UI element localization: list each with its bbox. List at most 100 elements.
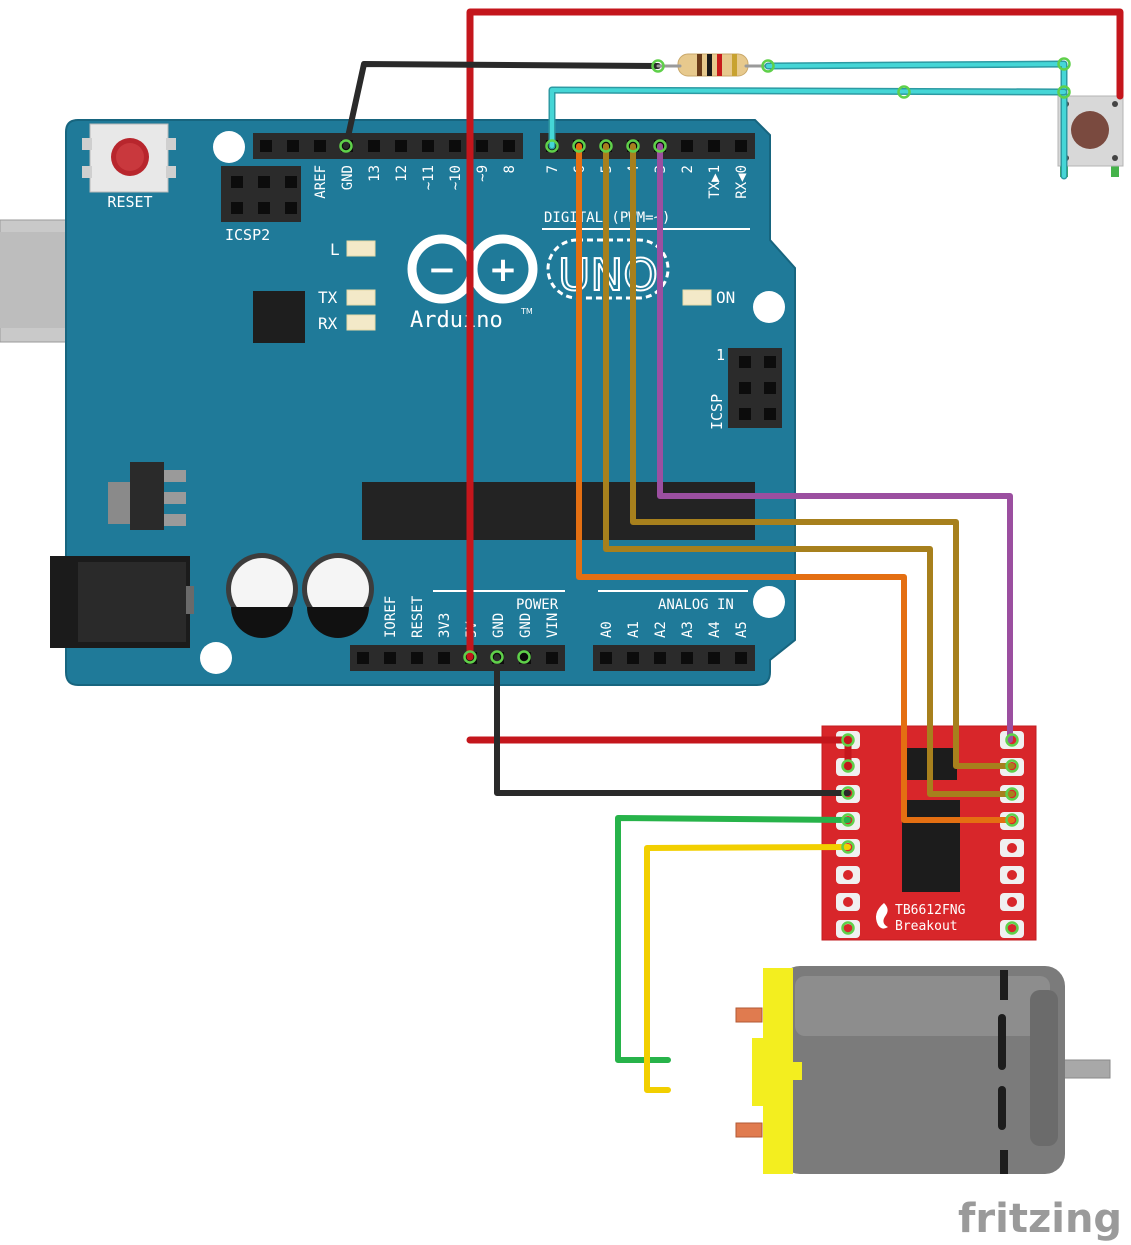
dc-power-jack bbox=[50, 556, 194, 648]
digital-pin-label: RX◀0 bbox=[734, 165, 750, 199]
wire-endpoint bbox=[545, 139, 559, 153]
header-socket bbox=[735, 140, 747, 152]
analog-pin-label: A1 bbox=[626, 621, 642, 638]
wire-endpoint bbox=[599, 139, 613, 153]
header-socket bbox=[449, 140, 461, 152]
led-tx-label: TX bbox=[318, 288, 338, 307]
wire-endpoint bbox=[1057, 85, 1071, 99]
digital-pin-label: 7 bbox=[545, 165, 561, 173]
capacitor bbox=[226, 553, 298, 638]
wire-endpoint bbox=[841, 813, 855, 827]
header-socket bbox=[395, 140, 407, 152]
analog-pin-label: A4 bbox=[707, 621, 723, 638]
led-l-label: L bbox=[330, 240, 340, 259]
wire-endpoint bbox=[1005, 759, 1019, 773]
header-analog bbox=[593, 645, 755, 671]
header-socket bbox=[438, 652, 450, 664]
dc-motor bbox=[735, 966, 1111, 1174]
digital-pin-label: 2 bbox=[680, 165, 696, 173]
header-socket bbox=[384, 652, 396, 664]
arduino-uno-board: RESET ICSP2 L TX RX ON − + UNO Arduino T… bbox=[0, 119, 796, 686]
power-pin-label: GND bbox=[518, 613, 534, 638]
motor-terminal bbox=[735, 1122, 763, 1138]
header-socket bbox=[411, 652, 423, 664]
wire-endpoint bbox=[841, 733, 855, 747]
icsp2-pin bbox=[285, 176, 297, 188]
wire-endpoint bbox=[841, 840, 855, 854]
header-socket bbox=[422, 140, 434, 152]
wire-motor-a bbox=[615, 815, 851, 1063]
icsp-pin bbox=[764, 382, 776, 394]
reset-button[interactable] bbox=[82, 123, 176, 193]
icsp-pin bbox=[739, 382, 751, 394]
logo-minus-icon: − bbox=[428, 250, 457, 290]
logo-plus-icon: + bbox=[489, 250, 518, 290]
analog-pin-label: A3 bbox=[680, 621, 696, 638]
wire-pin6 bbox=[576, 143, 1015, 823]
icsp-header bbox=[728, 348, 782, 428]
icsp-pin bbox=[764, 356, 776, 368]
header-socket bbox=[260, 140, 272, 152]
header-socket bbox=[357, 652, 369, 664]
voltage-regulator bbox=[108, 462, 186, 530]
driver-pad-hole bbox=[843, 870, 853, 880]
top-pin-label: 13 bbox=[367, 165, 383, 182]
wire-endpoint bbox=[841, 921, 855, 935]
mounting-hole bbox=[213, 131, 245, 163]
driver-pad-hole bbox=[843, 897, 853, 907]
driver-pad-hole bbox=[1007, 843, 1017, 853]
analog-pin-label: A5 bbox=[734, 621, 750, 638]
icsp-pin bbox=[739, 408, 751, 420]
wire-endpoint bbox=[1005, 813, 1019, 827]
wire-endpoint bbox=[626, 139, 640, 153]
reset-label: RESET bbox=[107, 193, 152, 211]
motor-terminal bbox=[735, 1007, 763, 1023]
driver-main-chip bbox=[902, 800, 960, 892]
analog-pin-label: A2 bbox=[653, 621, 669, 638]
fritzing-watermark: fritzing bbox=[958, 1196, 1122, 1242]
icsp2-label: ICSP2 bbox=[225, 226, 270, 244]
motor-shaft bbox=[1057, 1059, 1111, 1079]
wire-gnd-driver bbox=[494, 654, 851, 796]
power-pin-label: VIN bbox=[545, 613, 561, 638]
driver-subtitle: Breakout bbox=[895, 919, 958, 934]
resistor bbox=[677, 53, 749, 77]
header-socket bbox=[476, 140, 488, 152]
led-rx bbox=[346, 314, 376, 331]
header-socket bbox=[503, 140, 515, 152]
wire-endpoint bbox=[653, 139, 667, 153]
led-tx bbox=[346, 289, 376, 306]
wire-endpoint bbox=[841, 786, 855, 800]
icsp-label: ICSP bbox=[708, 394, 726, 430]
wire-endpoint bbox=[1057, 57, 1071, 71]
microcontroller-chip bbox=[362, 482, 755, 540]
push-button[interactable] bbox=[1057, 95, 1124, 177]
wire-resistor-button bbox=[764, 60, 1068, 180]
analog-pin-label: A0 bbox=[599, 621, 615, 638]
icsp-pin bbox=[739, 356, 751, 368]
wire-5v-driver bbox=[466, 736, 852, 772]
icsp-pin bbox=[764, 408, 776, 420]
mounting-hole bbox=[200, 642, 232, 674]
power-pin-label: RESET bbox=[410, 595, 426, 638]
usb-chip bbox=[253, 291, 305, 343]
header-socket bbox=[681, 140, 693, 152]
power-pin-label: GND bbox=[491, 613, 507, 638]
wire-endpoint bbox=[339, 139, 353, 153]
header-socket bbox=[735, 652, 747, 664]
mounting-hole bbox=[753, 291, 785, 323]
driver-pad-hole bbox=[1007, 870, 1017, 880]
icsp2-pin bbox=[258, 176, 270, 188]
wire-endpoint bbox=[463, 650, 477, 664]
brand-trademark: TM bbox=[520, 307, 533, 316]
power-section-label: POWER bbox=[516, 597, 559, 613]
top-pin-label: ~9 bbox=[475, 165, 491, 182]
led-on bbox=[682, 289, 712, 306]
wire-endpoint bbox=[1005, 787, 1019, 801]
top-pin-label: ~11 bbox=[421, 165, 437, 190]
wire-pin5 bbox=[603, 143, 1015, 797]
capacitor bbox=[302, 553, 374, 638]
wire-endpoint bbox=[841, 759, 855, 773]
header-socket bbox=[287, 140, 299, 152]
